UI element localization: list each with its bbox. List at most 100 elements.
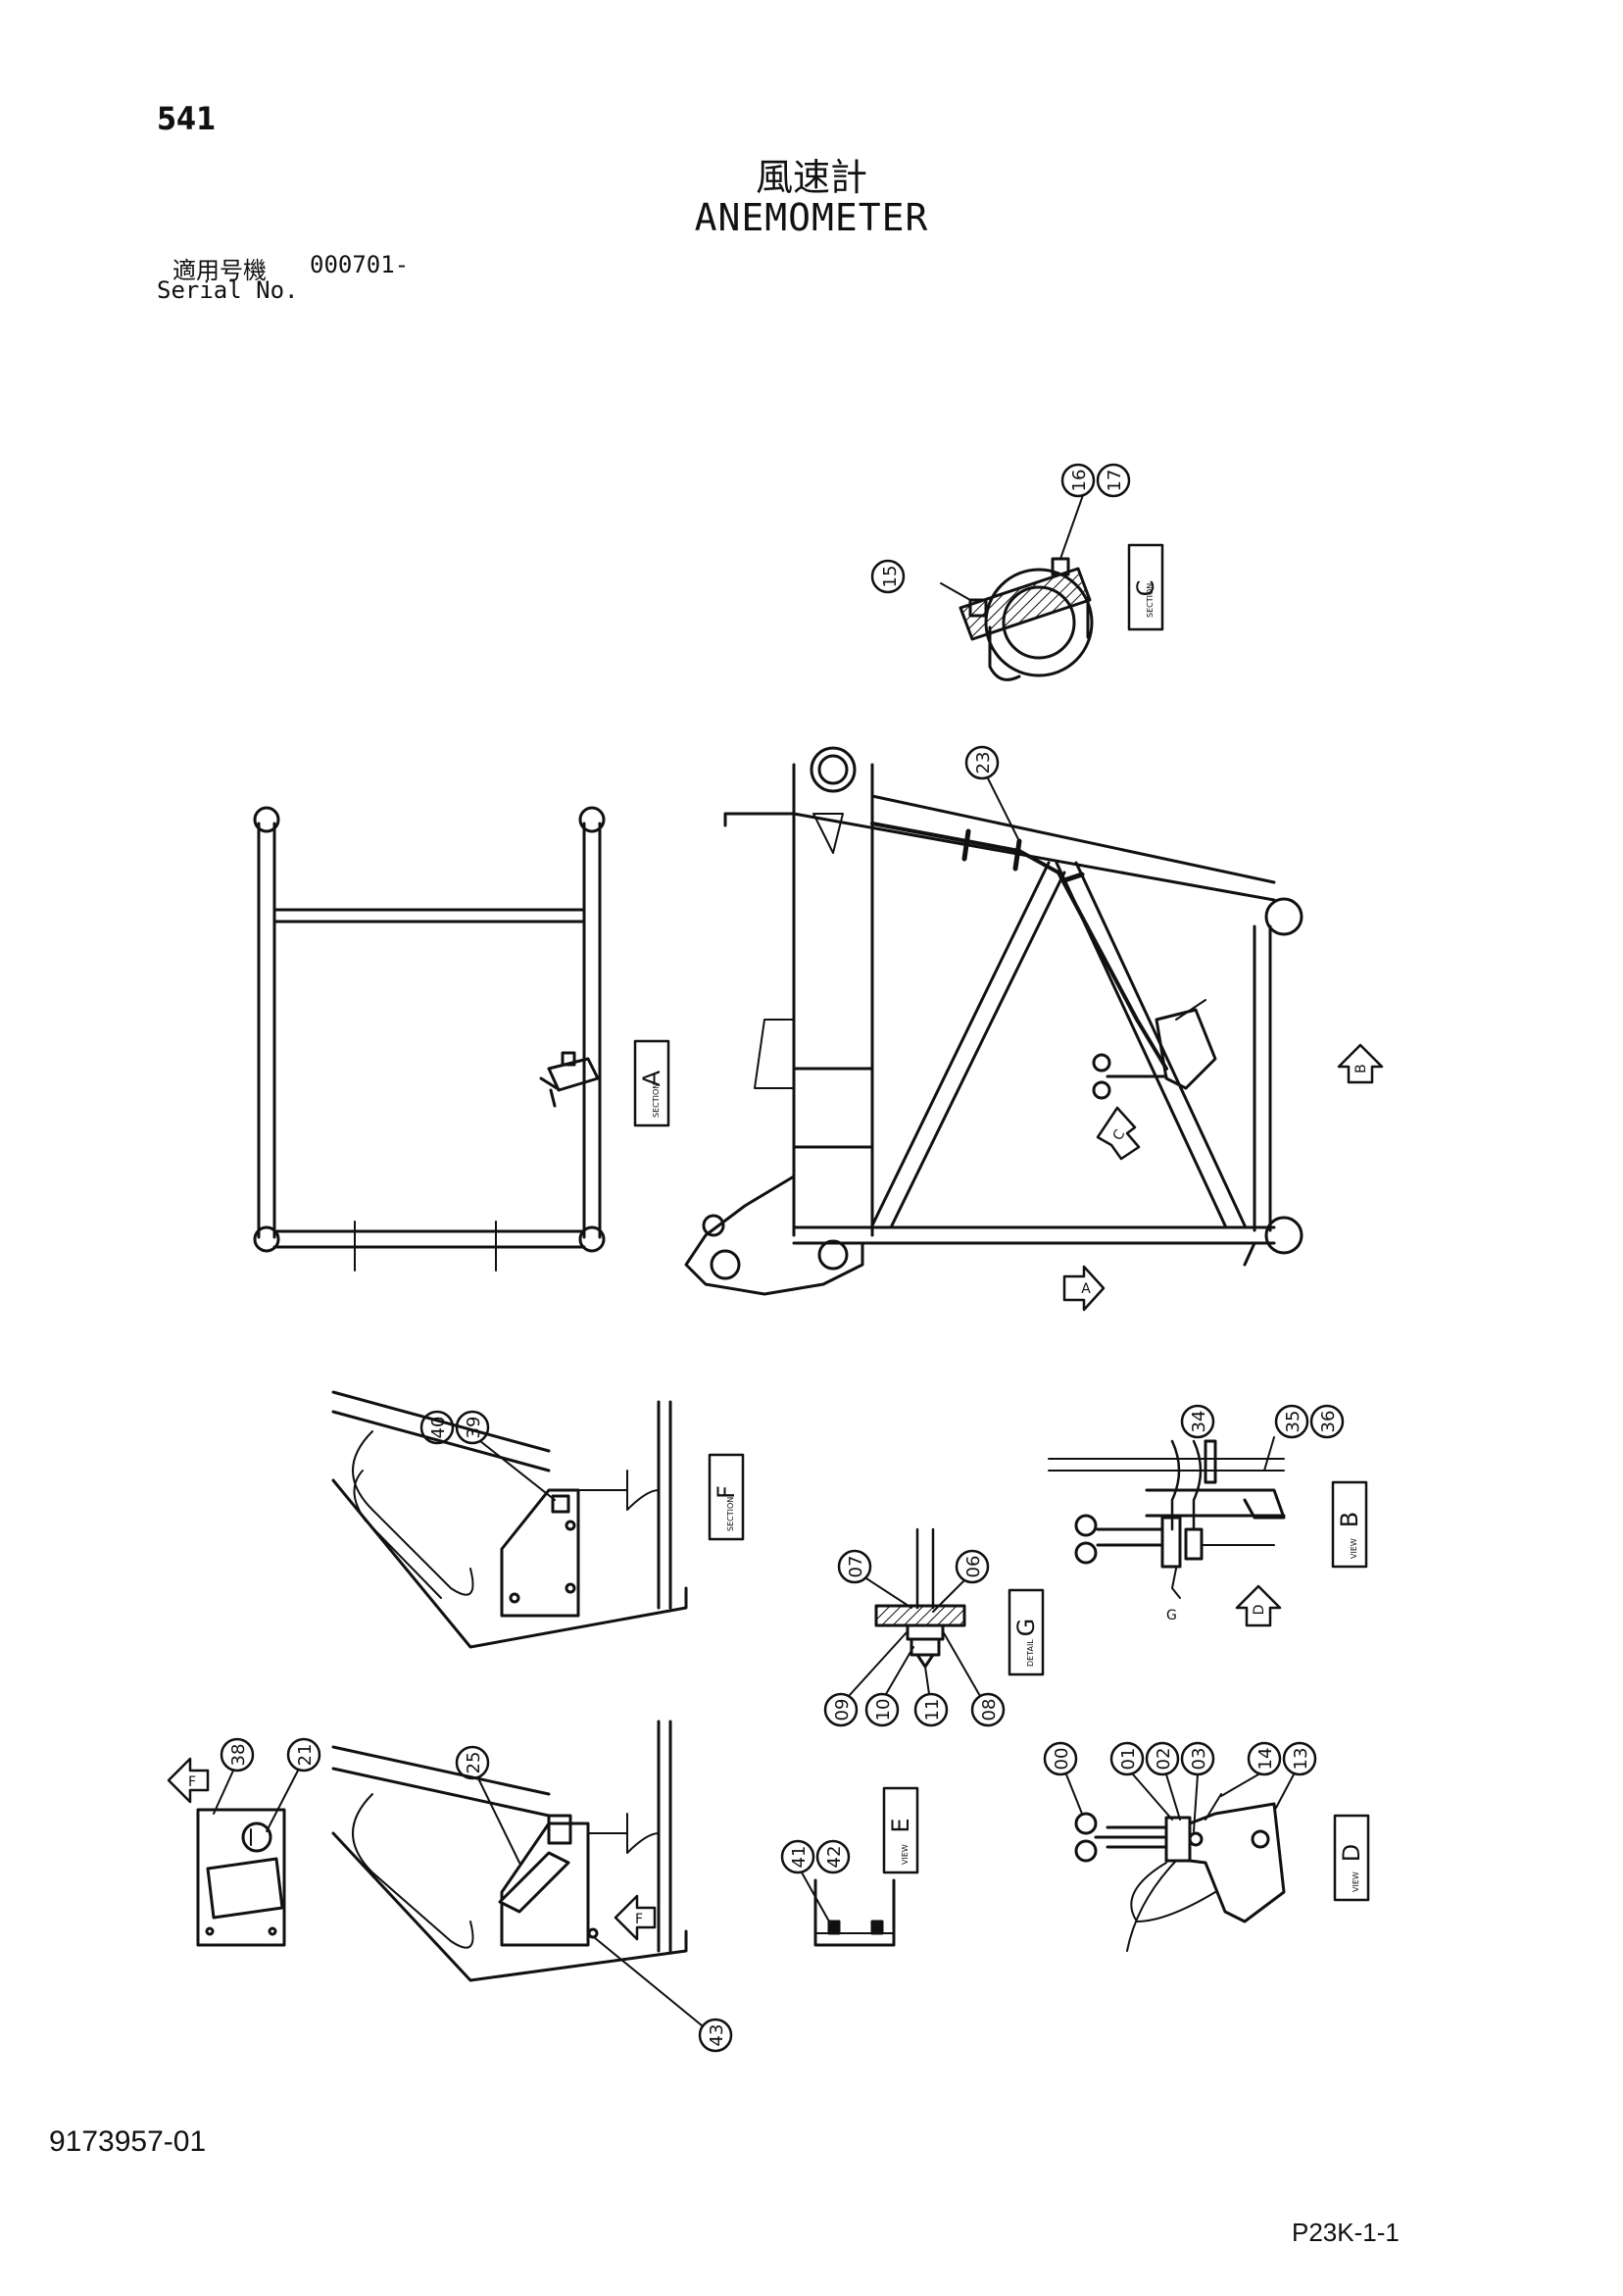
callout-03: 03 bbox=[1180, 1741, 1215, 1832]
svg-text:SECTION: SECTION bbox=[726, 1497, 735, 1531]
svg-text:06: 06 bbox=[963, 1556, 984, 1578]
view-tag-view-b: B VIEW bbox=[1331, 1480, 1368, 1569]
callout-02: 02 bbox=[1145, 1741, 1181, 1821]
svg-text:A: A bbox=[1081, 1281, 1091, 1297]
svg-text:41: 41 bbox=[789, 1846, 810, 1869]
svg-text:G: G bbox=[1012, 1619, 1040, 1637]
callout-17: 17 bbox=[1096, 463, 1131, 498]
callout-08: 08 bbox=[942, 1630, 1006, 1727]
svg-text:F: F bbox=[635, 1912, 643, 1927]
callout-40: 40 bbox=[419, 1410, 455, 1445]
view-b-drawing bbox=[1048, 1439, 1286, 1599]
mount-drawing bbox=[331, 1720, 688, 1982]
title-english: ANEMOMETER bbox=[694, 196, 929, 239]
svg-text:B: B bbox=[1336, 1512, 1363, 1527]
view-arrow-c: C bbox=[1096, 1106, 1141, 1161]
svg-text:SECTION: SECTION bbox=[1146, 583, 1155, 618]
svg-text:SECTION: SECTION bbox=[652, 1083, 661, 1118]
callout-23: 23 bbox=[964, 745, 1020, 842]
svg-text:11: 11 bbox=[922, 1699, 943, 1722]
view-tag-detail-g: G DETAIL bbox=[1008, 1588, 1045, 1676]
callout-36: 36 bbox=[1263, 1404, 1345, 1472]
callout-09: 09 bbox=[823, 1630, 909, 1727]
svg-text:34: 34 bbox=[1189, 1411, 1209, 1433]
view-arrow-f2: F bbox=[614, 1894, 657, 1941]
callout-42: 42 bbox=[815, 1839, 851, 1874]
svg-text:D: D bbox=[1338, 1844, 1365, 1862]
svg-text:42: 42 bbox=[824, 1846, 845, 1869]
view-tag-view-d: D VIEW bbox=[1333, 1814, 1370, 1902]
callout-41: 41 bbox=[780, 1839, 830, 1922]
svg-text:DETAIL: DETAIL bbox=[1026, 1639, 1035, 1667]
svg-text:00: 00 bbox=[1052, 1748, 1072, 1771]
callout-00: 00 bbox=[1043, 1741, 1083, 1815]
svg-text:21: 21 bbox=[295, 1744, 316, 1767]
svg-text:36: 36 bbox=[1318, 1411, 1339, 1433]
serial-value: 000701- bbox=[310, 251, 410, 278]
svg-text:03: 03 bbox=[1189, 1748, 1209, 1771]
serial-label-japanese: 適用号機 bbox=[172, 257, 267, 284]
view-arrow-f1: F bbox=[167, 1757, 210, 1804]
view-arrow-b: B bbox=[1337, 1043, 1384, 1084]
svg-text:A: A bbox=[638, 1070, 665, 1086]
section-f-drawing bbox=[331, 1390, 688, 1649]
svg-text:E: E bbox=[887, 1818, 914, 1832]
svg-text:F: F bbox=[713, 1485, 740, 1499]
page-number: 541 bbox=[157, 100, 217, 137]
view-arrow-a: A bbox=[1062, 1265, 1106, 1312]
document-number: 9173957-01 bbox=[49, 2125, 207, 2158]
svg-text:C: C bbox=[1132, 580, 1159, 597]
callout-21: 21 bbox=[266, 1737, 321, 1832]
callout-10: 10 bbox=[864, 1646, 914, 1727]
callout-07: 07 bbox=[837, 1549, 912, 1609]
svg-text:40: 40 bbox=[428, 1417, 449, 1439]
svg-text:43: 43 bbox=[707, 2024, 727, 2047]
callout-39: 39 bbox=[455, 1410, 556, 1501]
svg-text:VIEW: VIEW bbox=[901, 1844, 910, 1865]
svg-text:10: 10 bbox=[873, 1699, 894, 1722]
svg-text:15: 15 bbox=[880, 566, 901, 588]
callout-15: 15 bbox=[870, 559, 906, 594]
callout-43: 43 bbox=[593, 1936, 733, 2053]
svg-text:17: 17 bbox=[1105, 470, 1125, 492]
view-d-drawing bbox=[1074, 1793, 1286, 1952]
svg-text:13: 13 bbox=[1291, 1748, 1311, 1771]
view-tag-view-e: E VIEW bbox=[882, 1786, 919, 1874]
bracket-drawing bbox=[196, 1808, 286, 1947]
callout-38: 38 bbox=[213, 1737, 255, 1815]
view-tag-section-a: A SECTION bbox=[633, 1039, 670, 1127]
callout-25: 25 bbox=[455, 1745, 520, 1864]
title-japanese: 風速計 bbox=[755, 156, 867, 199]
svg-text:VIEW: VIEW bbox=[1352, 1872, 1360, 1892]
callout-16: 16 bbox=[1060, 463, 1096, 498]
callout-13: 13 bbox=[1275, 1741, 1317, 1809]
callout-11: 11 bbox=[913, 1666, 949, 1727]
svg-text:F: F bbox=[188, 1774, 196, 1790]
serial-label-english: Serial No. bbox=[157, 276, 299, 304]
label-g-note: G bbox=[1166, 1608, 1177, 1623]
callout-35: 35 bbox=[1274, 1404, 1309, 1439]
view-e-drawing bbox=[813, 1878, 896, 1947]
view-tag-section-f: F SECTION bbox=[708, 1453, 745, 1541]
sheet-code: P23K-1-1 bbox=[1292, 2218, 1400, 2247]
handrail-frame-drawing bbox=[253, 806, 606, 1272]
view-arrow-d: D bbox=[1235, 1584, 1282, 1627]
svg-text:09: 09 bbox=[832, 1699, 853, 1722]
svg-text:G: G bbox=[1166, 1608, 1177, 1623]
svg-text:07: 07 bbox=[846, 1556, 866, 1578]
svg-text:39: 39 bbox=[464, 1417, 484, 1439]
svg-text:02: 02 bbox=[1154, 1748, 1174, 1771]
svg-text:C: C bbox=[1110, 1127, 1129, 1144]
section-c-drawing bbox=[940, 494, 1094, 681]
svg-text:08: 08 bbox=[979, 1699, 1000, 1722]
svg-text:38: 38 bbox=[228, 1744, 249, 1767]
callout-01: 01 bbox=[1109, 1741, 1173, 1821]
view-tag-section-c: C SECTION bbox=[1127, 543, 1164, 631]
svg-text:35: 35 bbox=[1283, 1411, 1303, 1433]
svg-text:VIEW: VIEW bbox=[1350, 1538, 1358, 1559]
svg-text:16: 16 bbox=[1069, 470, 1090, 492]
boom-frame-drawing bbox=[684, 746, 1303, 1296]
callout-34: 34 bbox=[1180, 1404, 1215, 1439]
svg-text:14: 14 bbox=[1255, 1748, 1276, 1771]
